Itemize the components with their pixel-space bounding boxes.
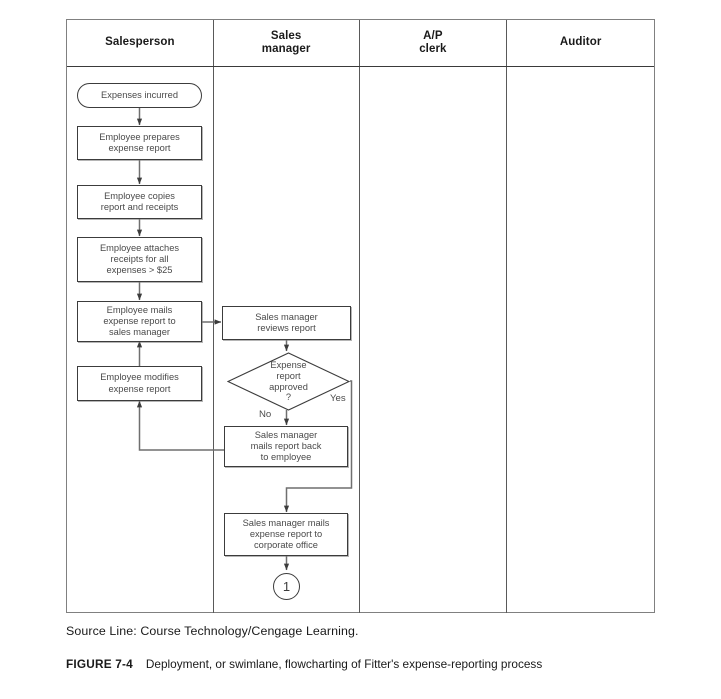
lane-header-sales-manager: Sales manager: [214, 20, 360, 66]
swimlane-header-row: Salesperson Sales manager A/P clerk Audi…: [67, 20, 654, 67]
flow-node-employee-modifies-expense-report[interactable]: Employee modifies expense report: [77, 366, 202, 401]
flow-node-offpage-connector-1[interactable]: 1: [273, 573, 300, 600]
flow-node-expenses-incurred[interactable]: Expenses incurred: [77, 83, 202, 108]
figure-number: FIGURE 7-4: [66, 657, 133, 671]
lane-column-sales-manager: [214, 67, 360, 613]
lane-column-ap-clerk: [360, 67, 508, 613]
lane-header-salesperson: Salesperson: [67, 20, 214, 66]
lane-column-salesperson: [67, 67, 214, 613]
decision-diamond-shape: [227, 352, 350, 411]
figure-caption-text: Deployment, or swimlane, flowcharting of…: [145, 657, 543, 671]
figure-caption: FIGURE 7-4 Deployment, or swimlane, flowc…: [66, 657, 542, 671]
lane-header-auditor: Auditor: [559, 36, 602, 49]
flow-node-expense-report-approved-decision[interactable]: Expense report approved ?: [227, 352, 350, 411]
source-line: Source Line: Course Technology/Cengage L…: [66, 624, 359, 638]
flow-node-sales-manager-mails-to-corporate-office[interactable]: Sales manager mails expense report to co…: [224, 513, 348, 556]
lane-header-ap-clerk: A/P clerk: [360, 20, 508, 66]
swimlane-body: [67, 67, 654, 613]
flow-node-employee-attaches-receipts[interactable]: Employee attaches receipts for all expen…: [77, 237, 202, 282]
flow-node-sales-manager-mails-report-back[interactable]: Sales manager mails report back to emplo…: [224, 426, 348, 467]
flow-node-employee-mails-expense-report[interactable]: Employee mails expense report to sales m…: [77, 301, 202, 342]
flow-node-employee-prepares-expense-report[interactable]: Employee prepares expense report: [77, 126, 202, 160]
flow-node-sales-manager-reviews-report[interactable]: Sales manager reviews report: [222, 306, 351, 340]
decision-label: Expense report approved ?: [269, 359, 308, 403]
flow-node-employee-copies-report-and-receipts[interactable]: Employee copies report and receipts: [77, 185, 202, 219]
